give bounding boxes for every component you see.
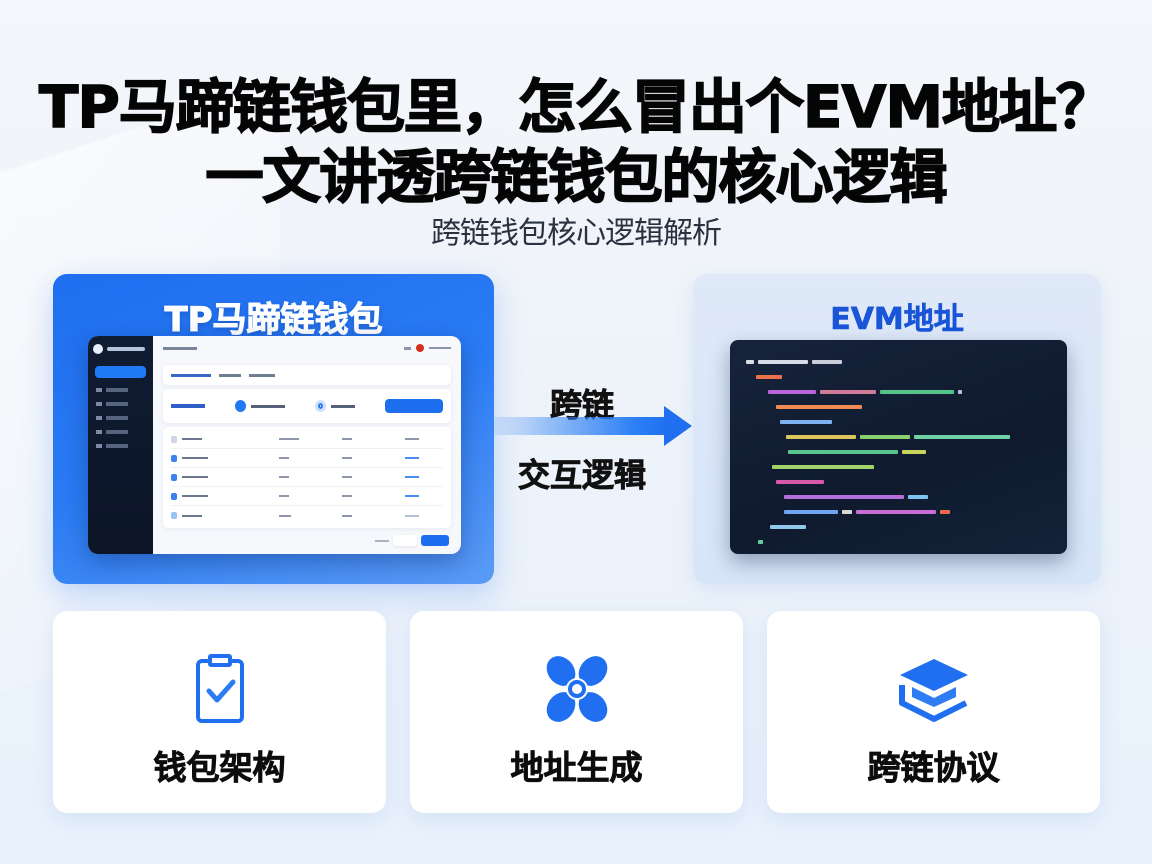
wallet-app-mockup xyxy=(88,336,461,554)
feature-card-address-generation[interactable]: 地址生成 xyxy=(410,611,743,813)
wallet-panel-title: TP马蹄链钱包 xyxy=(164,300,383,341)
mockup-action-button xyxy=(385,399,443,413)
mockup-sidebar xyxy=(88,336,153,554)
feature-card-wallet-architecture[interactable]: 钱包架构 xyxy=(53,611,386,813)
mockup-sidebar-item xyxy=(96,430,145,434)
mockup-topbar xyxy=(163,343,451,353)
cross-chain-connector: 跨链 交互逻辑 xyxy=(494,380,694,494)
mockup-tabs xyxy=(163,365,451,385)
feature-label: 地址生成 xyxy=(510,748,643,788)
page-title-line-2: 一文讲透跨链钱包的核心逻辑 xyxy=(205,142,949,212)
mockup-table xyxy=(163,427,451,528)
feature-label: 钱包架构 xyxy=(153,748,286,788)
evm-panel: EVM地址 xyxy=(693,274,1101,584)
page-title-line-1: TP马蹄链钱包里，怎么冒出个EVM地址？ xyxy=(38,72,1115,142)
mockup-pagination xyxy=(375,535,449,546)
feature-label: 跨链协议 xyxy=(867,748,1000,788)
connector-bottom-label: 交互逻辑 xyxy=(517,456,647,495)
mockup-sidebar-item xyxy=(96,416,145,420)
mockup-stats xyxy=(163,389,451,423)
mockup-sidebar-item xyxy=(96,402,145,406)
code-editor-illustration xyxy=(730,340,1067,554)
shield-icon xyxy=(235,400,246,412)
mockup-sidebar-active-item xyxy=(95,366,146,378)
layers-stack-icon xyxy=(898,659,968,722)
feature-card-cross-chain-protocol[interactable]: 跨链协议 xyxy=(767,611,1100,813)
mockup-main xyxy=(153,336,461,554)
evm-panel-title: EVM地址 xyxy=(830,302,964,338)
mockup-logo xyxy=(93,344,148,354)
mockup-sidebar-item xyxy=(96,444,145,448)
arrow-right-icon xyxy=(494,417,669,435)
mockup-avatar xyxy=(416,344,424,352)
target-icon xyxy=(315,400,326,412)
mockup-sidebar-item xyxy=(96,388,145,392)
wallet-panel: TP马蹄链钱包 xyxy=(53,274,494,584)
arrow-head-icon xyxy=(664,406,692,446)
page-subtitle: 跨链钱包核心逻辑解析 xyxy=(431,216,722,251)
clipboard-check-icon xyxy=(195,654,244,723)
propeller-node-icon xyxy=(546,656,607,722)
